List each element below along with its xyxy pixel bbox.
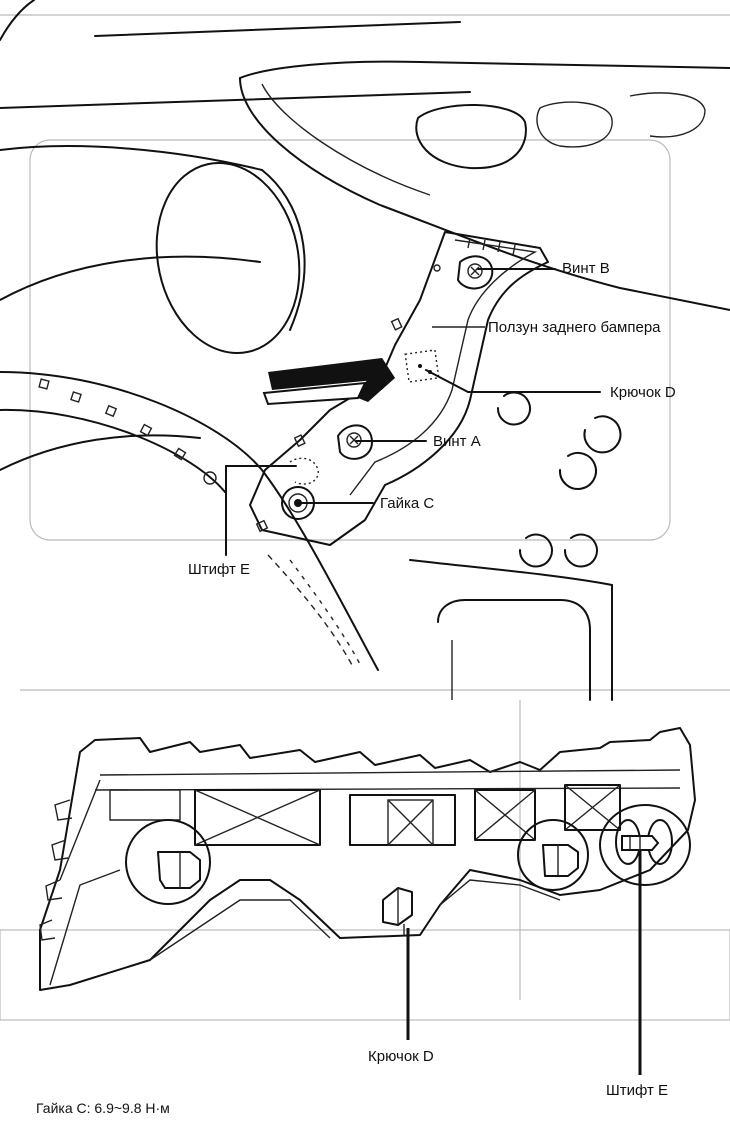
label-nut-c: Гайка C xyxy=(380,495,435,512)
label-hook-d-top: Крючок D xyxy=(610,384,676,401)
arch-clips xyxy=(38,378,217,485)
label-pin-e-top: Штифт E xyxy=(188,561,251,578)
torque-note: Гайка C: 6.9~9.8 Н·м xyxy=(36,1100,170,1116)
label-screw-b: Винт B xyxy=(562,260,610,277)
label-bumper-slider: Ползун заднего бампера xyxy=(488,319,661,336)
bracket-detail-illustration xyxy=(0,700,730,1075)
leader-lines-top xyxy=(225,268,601,556)
label-screw-a: Винт A xyxy=(433,433,481,450)
label-pin-e-bottom: Штифт E xyxy=(606,1082,669,1099)
removal-arrow xyxy=(262,358,395,406)
vehicle-body-illustration xyxy=(0,0,730,701)
label-hook-d-bottom: Крючок D xyxy=(368,1048,434,1065)
rib-panels xyxy=(109,784,621,846)
bumper-slider-bracket xyxy=(249,231,549,546)
